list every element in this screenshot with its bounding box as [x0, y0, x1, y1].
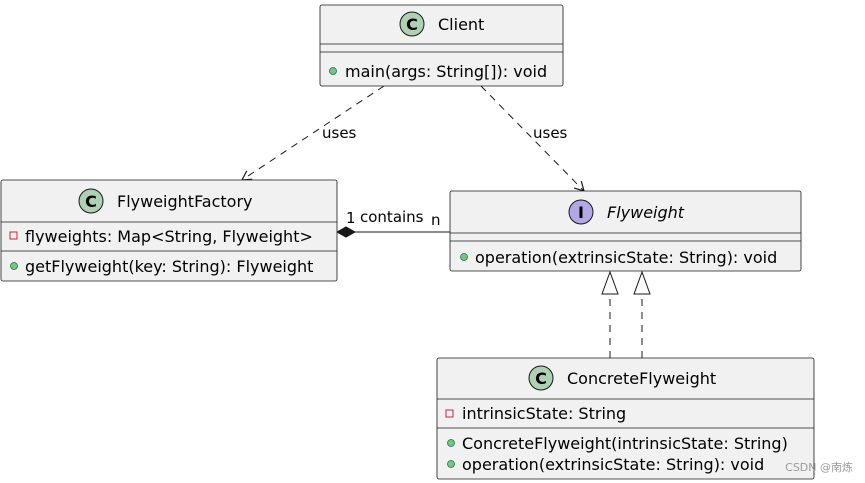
concreteflyweight-class-box[interactable]: C ConcreteFlyweight intrinsicState: Stri… [436, 357, 815, 480]
concrete-field-intrinsicstate: intrinsicState: String [462, 404, 626, 423]
class-badge-letter: C [406, 15, 418, 34]
public-method-icon [447, 439, 455, 447]
uses-label-left: uses [322, 124, 357, 142]
public-method-icon [460, 253, 468, 261]
public-method-icon [10, 262, 18, 270]
client-method-main: main(args: String[]): void [345, 62, 547, 81]
private-field-icon [9, 231, 18, 240]
flyweight-interface-name: Flyweight [607, 203, 685, 222]
concrete-class-name: ConcreteFlyweight [567, 369, 716, 388]
flyweightfactory-class-box[interactable]: C FlyweightFactory flyweights: Map<Strin… [0, 179, 338, 282]
realization-arrowhead-left [601, 270, 619, 295]
relation-client-uses-factory: uses [240, 85, 385, 181]
public-method-icon [447, 460, 455, 468]
interface-badge-letter: I [578, 203, 584, 222]
relation-factory-contains-flyweight: 1 contains n [335, 208, 450, 238]
concrete-method-operation: operation(extrinsicState: String): void [462, 455, 764, 474]
factory-method-getflyweight: getFlyweight(key: String): Flyweight [25, 257, 313, 276]
class-badge-icon [528, 365, 554, 391]
client-class-box[interactable]: C Client main(args: String[]): void [319, 4, 564, 87]
class-badge-icon [78, 188, 104, 214]
class-badge-icon [399, 11, 425, 37]
public-method-icon [329, 67, 337, 75]
contains-label: contains [360, 208, 424, 226]
flyweight-method-operation: operation(extrinsicState: String): void [475, 248, 777, 267]
class-badge-letter: C [85, 192, 97, 211]
watermark: CSDN @南炼 [785, 461, 853, 474]
multiplicity-target: n [431, 211, 441, 229]
client-class-name: Client [438, 15, 484, 34]
factory-class-name: FlyweightFactory [117, 192, 253, 211]
interface-badge-icon [568, 199, 594, 225]
composition-diamond [335, 226, 357, 238]
relation-client-uses-flyweight: uses [480, 85, 585, 192]
multiplicity-source: 1 [346, 209, 356, 227]
private-field-icon [445, 409, 454, 418]
relation-concrete-realizes-flyweight [601, 270, 651, 358]
uses-label-right: uses [533, 124, 568, 142]
factory-field-flyweights: flyweights: Map<String, Flyweight> [25, 227, 313, 246]
concrete-constructor: ConcreteFlyweight(intrinsicState: String… [462, 434, 788, 453]
realization-arrowhead-right [633, 270, 651, 295]
flyweight-interface-box[interactable]: I Flyweight operation(extrinsicState: St… [449, 190, 802, 272]
class-badge-letter: C [535, 369, 547, 388]
